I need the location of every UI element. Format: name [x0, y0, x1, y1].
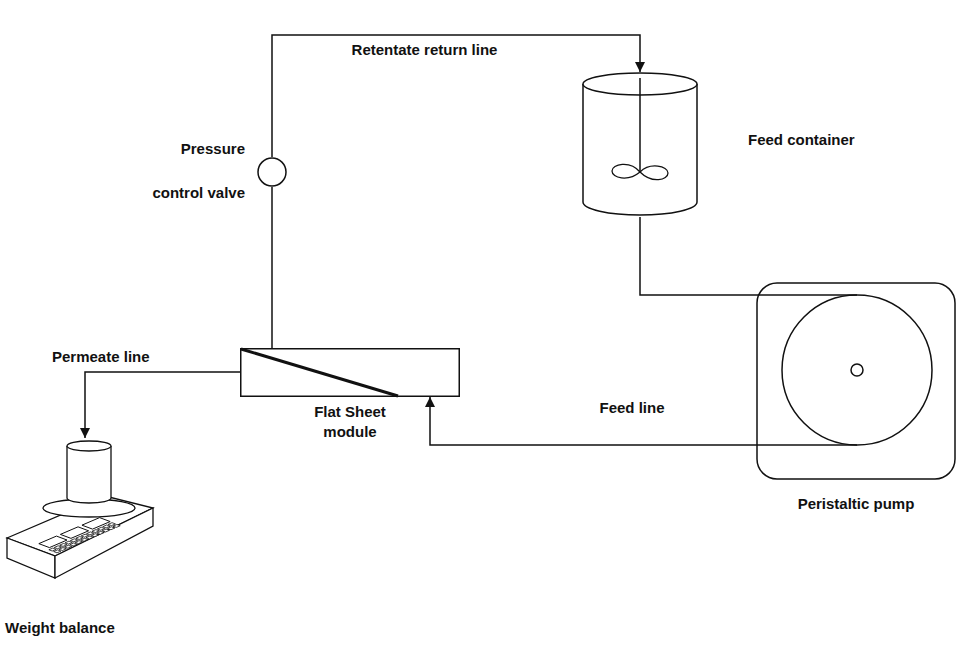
balance-key: [97, 531, 104, 534]
line-label: Permeate line: [50, 347, 184, 367]
line-label: Retentate return line: [345, 40, 504, 60]
pressure-control-valve-shape: [257, 157, 287, 187]
node-label: Pressure control valve: [140, 127, 245, 215]
balance-display: [60, 527, 88, 539]
line-label: Feed line: [575, 398, 689, 418]
weight-balance: Weight balance: [5, 438, 155, 603]
peristaltic-pump-shape: [756, 282, 956, 480]
valve-symbol: [258, 158, 286, 186]
pump-tube: [756, 444, 857, 446]
feed-container: Feed container: [582, 72, 698, 217]
balance-panel: [36, 518, 121, 553]
pump-tube: [756, 294, 857, 296]
beaker-body: [67, 446, 111, 503]
balance-key: [91, 534, 98, 537]
balance-key: [113, 524, 120, 527]
balance-key: [108, 527, 115, 530]
balance-key: [70, 543, 77, 546]
pressure-control-valve: Pressure control valve: [257, 157, 287, 187]
stirrer-blade: [612, 164, 640, 178]
balance-display: [82, 518, 110, 530]
beaker-rim: [67, 441, 111, 451]
peristaltic-pump: Peristaltic pump: [756, 282, 956, 480]
membrane-sheet: [241, 349, 398, 396]
balance-key: [54, 550, 61, 553]
flow-line: [640, 217, 756, 295]
pump-housing: [757, 283, 955, 479]
flow-line: [271, 187, 273, 348]
node-label: Peristaltic pump: [756, 494, 956, 514]
pump-rotor: [782, 295, 932, 445]
node-label: Weight balance: [5, 618, 155, 638]
feed-container-shape: [582, 72, 698, 217]
balance-key: [86, 536, 93, 539]
pump-hub: [851, 364, 863, 376]
balance-key: [59, 548, 66, 551]
flat-sheet-module-shape: [240, 348, 460, 397]
balance-side: [55, 508, 153, 578]
flow-line: [85, 372, 240, 438]
stirrer-blade: [640, 166, 668, 180]
balance-key: [81, 538, 88, 541]
balance-key: [64, 545, 71, 548]
flow-line: [430, 397, 756, 445]
stirrer-shaft: [639, 78, 641, 172]
weight-balance-shape: [5, 438, 155, 603]
balance-key: [75, 541, 82, 544]
balance-display: [39, 536, 67, 548]
flat-sheet-module: Flat Sheet module: [240, 348, 460, 397]
balance-key: [102, 529, 109, 532]
module-housing: [241, 349, 460, 397]
node-label: Feed container: [748, 130, 908, 150]
node-label: Flat Sheet module: [295, 402, 405, 442]
